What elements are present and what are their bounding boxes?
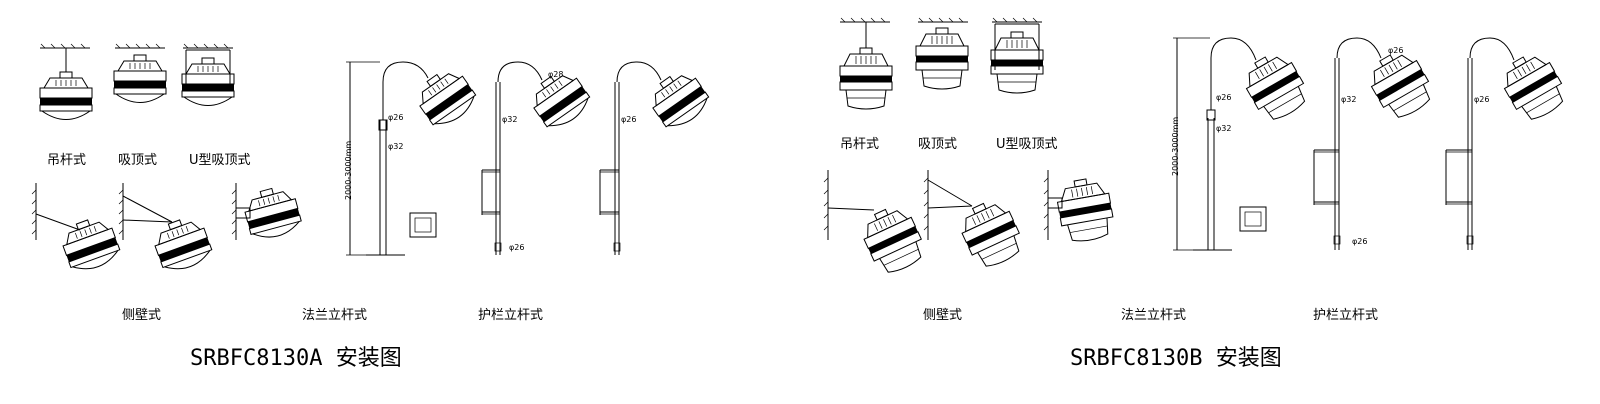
u-ceiling-mount-b xyxy=(990,17,1044,94)
panel-b: 吊杆式 吸顶式 U型吸顶式 侧壁式 法兰立杆式 护栏立杆式 2000-3000m… xyxy=(800,0,1600,404)
panel-a-title: SRBFC8130A 安装图 xyxy=(190,346,402,371)
dim-d26-b: φ26 xyxy=(1352,237,1368,246)
pendant-mount-b xyxy=(839,17,893,110)
pendant-mount xyxy=(39,43,93,120)
dim-d32-b: φ32 xyxy=(1341,95,1357,104)
dim-d32-b: φ32 xyxy=(502,115,518,124)
dim-height: 2000-3000mm xyxy=(344,140,353,200)
wall-mount-3 xyxy=(231,182,304,244)
label-ceiling: 吸顶式 xyxy=(918,137,958,152)
dim-d26-c: φ26 xyxy=(621,115,637,124)
label-u-ceiling: U型吸顶式 xyxy=(996,137,1058,152)
dim-height: 2000-3000mm xyxy=(1171,116,1180,176)
label-rail-pole: 护栏立杆式 xyxy=(1313,308,1379,323)
label-pendant: 吊杆式 xyxy=(840,137,880,152)
dim-d26-c: φ26 xyxy=(1474,95,1490,104)
dim-d26-top: φ26 xyxy=(1388,46,1404,55)
flange-pole-b xyxy=(1173,37,1314,251)
panel-b-title: SRBFC8130B 安装图 xyxy=(1070,346,1282,371)
label-wall: 侧壁式 xyxy=(122,308,162,323)
u-ceiling-mount xyxy=(181,43,235,106)
dim-d26-b: φ26 xyxy=(509,243,525,252)
panel-a: 吊杆式 吸顶式 U型吸顶式 侧壁式 法兰立杆式 护栏立杆式 2000-3000m… xyxy=(31,43,715,371)
ceiling-mount xyxy=(113,43,167,103)
dim-d26-a: φ26 xyxy=(388,113,404,122)
label-rail-pole: 护栏立杆式 xyxy=(478,308,544,323)
flange-pole xyxy=(346,61,482,256)
dim-d32-a: φ32 xyxy=(1216,124,1232,133)
dim-d28: φ28 xyxy=(548,70,564,79)
label-flange-pole: 法兰立杆式 xyxy=(1121,308,1187,323)
ceiling-mount-b xyxy=(915,17,969,90)
dim-d26-a: φ26 xyxy=(1216,93,1232,102)
label-u-ceiling: U型吸顶式 xyxy=(189,153,251,168)
label-ceiling: 吸顶式 xyxy=(118,153,158,168)
wall-mount-2 xyxy=(118,183,216,277)
rail-pole-b2 xyxy=(1445,37,1572,250)
wall-mount-b1 xyxy=(823,170,930,279)
rail-pole-1 xyxy=(481,61,596,255)
wall-mount-1 xyxy=(31,183,124,277)
label-wall: 侧壁式 xyxy=(923,308,963,323)
panel-b-drawing xyxy=(823,17,1572,279)
wall-mount-b2 xyxy=(923,170,1028,273)
rail-pole-2 xyxy=(599,61,715,255)
label-pendant: 吊杆式 xyxy=(47,153,87,168)
wall-mount-b3 xyxy=(1043,170,1117,246)
dim-d32-a: φ32 xyxy=(388,142,404,151)
panel-a-drawing xyxy=(31,43,715,277)
label-flange-pole: 法兰立杆式 xyxy=(302,308,368,323)
rail-pole-b1 xyxy=(1313,37,1439,250)
